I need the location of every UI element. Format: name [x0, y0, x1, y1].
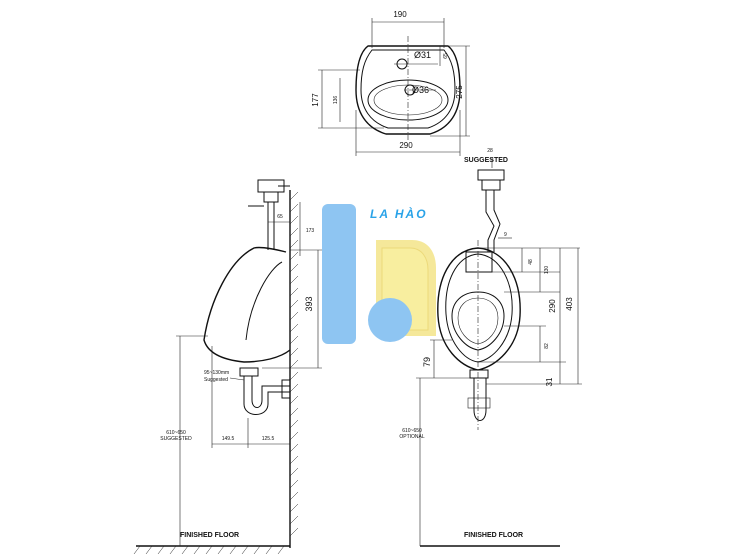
side-urinal-inner — [245, 261, 283, 341]
side-dim-149-label: 149.5 — [222, 436, 235, 442]
side-floor-hatching — [133, 545, 285, 555]
hole-small-label: Ø31 — [414, 50, 431, 60]
front-dim-610-label: 610~650 — [402, 428, 422, 434]
top-view-outline — [355, 45, 461, 135]
side-wall-flange — [281, 379, 291, 399]
side-dim-610-label: 610~650 — [166, 430, 186, 436]
dim-177-label: 177 — [311, 93, 320, 107]
dim-28-label: 28 — [487, 148, 493, 154]
side-note-leader — [229, 377, 245, 381]
front-dim-31-label: 31 — [545, 377, 554, 386]
front-spreader — [465, 251, 493, 273]
front-flush-valve — [477, 169, 505, 181]
la-hao-logo: LA HÀO — [322, 204, 436, 344]
side-dim-65-label: 65 — [277, 214, 283, 220]
side-dim-610-sub: SUGGESTED — [160, 436, 192, 442]
top-view: 190 Ø31 65 Ø36 177 136 275 290 28 SUGGES… — [311, 10, 508, 164]
front-dim-403-label: 403 — [565, 297, 574, 311]
suggested-label: SUGGESTED — [464, 157, 508, 164]
logo-blue-bar — [322, 204, 356, 344]
side-trap-nut — [239, 367, 259, 377]
hole-large-label: Ø36 — [412, 85, 429, 95]
side-view: FINISHED FLOOR 65 173 393 95~130mm Sugge… — [133, 179, 322, 555]
front-dim-79-label: 79 — [422, 357, 432, 367]
front-trap-collar — [467, 397, 491, 409]
side-note-line2: Suggested — [204, 377, 228, 383]
front-pipe-inner — [493, 190, 501, 252]
logo-text: LA HÀO — [370, 206, 428, 221]
dim-190-label: 190 — [393, 10, 407, 19]
front-trap — [473, 378, 487, 421]
side-floor-label: FINISHED FLOOR — [180, 532, 239, 539]
side-valve-body — [263, 191, 279, 203]
side-dim-125-label: 125.5 — [262, 436, 275, 442]
wall-hatching — [289, 191, 299, 537]
dim-136-label: 136 — [333, 96, 339, 105]
front-pipe — [485, 190, 495, 252]
front-dim-9-label: 9 — [504, 232, 507, 238]
dim-275-label: 275 — [455, 85, 464, 99]
front-outlet-nut — [469, 369, 489, 379]
side-dim-173-label: 173 — [306, 228, 315, 234]
top-view-inner — [360, 49, 456, 129]
side-urinal-body — [203, 246, 291, 363]
front-dim-130-label: 130 — [544, 266, 550, 275]
side-trap-pipe-inner — [251, 376, 290, 408]
front-urinal-rim — [445, 253, 513, 363]
dim-65-label: 65 — [443, 53, 449, 59]
side-note-line1: 95~130mm — [204, 370, 229, 376]
front-dim-290-label: 290 — [548, 299, 557, 313]
front-dim-48-label: 48 — [528, 259, 534, 265]
front-floor-label: FINISHED FLOOR — [464, 532, 523, 539]
dim-290-label: 290 — [399, 141, 413, 150]
front-dim-610-sub: OPTIONAL — [399, 434, 425, 440]
logo-blue-circle — [368, 298, 412, 342]
side-dim-393-label: 393 — [304, 296, 314, 311]
side-trap-pipe — [243, 376, 290, 415]
front-dim-82-label: 82 — [544, 343, 550, 349]
front-urinal-body — [437, 247, 521, 371]
front-view: FINISHED FLOOR 9 48 130 290 403 82 31 79… — [399, 158, 582, 547]
front-valve-body — [481, 179, 501, 191]
